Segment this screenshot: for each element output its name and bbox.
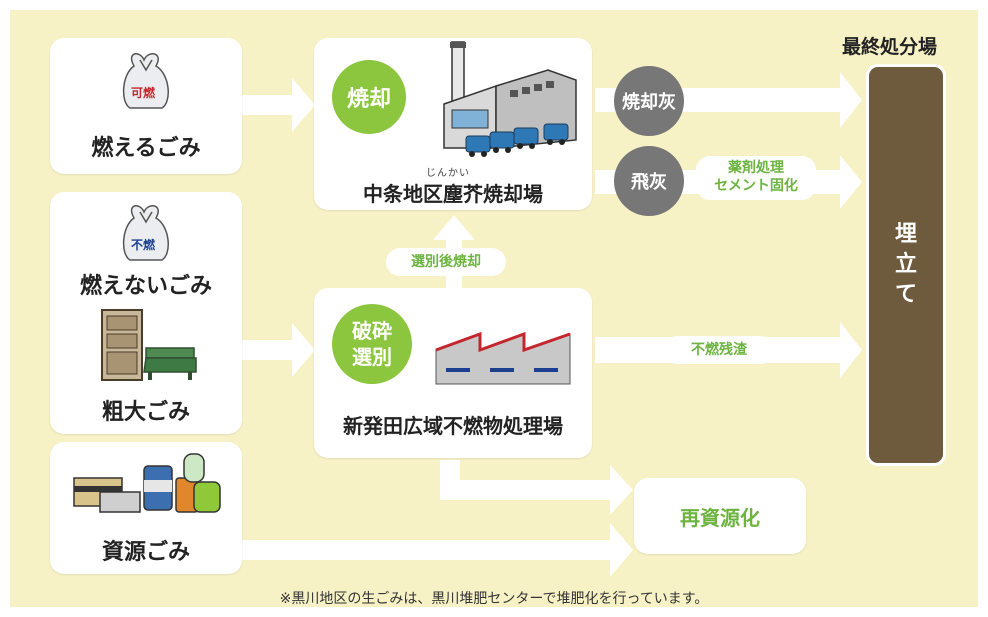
after-sort-burn-label: 選別後焼却	[386, 248, 506, 276]
furniture-icon	[101, 309, 197, 381]
crusher-name: 新発田広域不燃物処理場	[343, 414, 563, 438]
landfill-char-1: 埋	[894, 222, 917, 248]
source-recyclable-label: 資源ごみ	[101, 540, 190, 565]
arrow-bulky-to-crusher	[240, 323, 315, 377]
incinerator-facility-icon	[443, 41, 577, 157]
diagram-canvas: 可燃 燃えるごみ 不燃 燃えないごみ 粗大ごみ	[10, 10, 978, 607]
arrow-recyclable-to-recycle	[240, 523, 633, 577]
source-nonburnable-label: 燃えないごみ	[79, 274, 212, 299]
fly-ash-treatment-label: 薬剤処理 セメント固化	[696, 156, 816, 200]
ash-circle: 焼却灰	[614, 66, 684, 136]
burnable-bag-label: 可燃	[131, 86, 156, 100]
final-disposal-heading: 最終処分場	[842, 36, 938, 58]
footnote: ※黒川地区の生ごみは、黒川堆肥センターで堆肥化を行っています。	[279, 591, 709, 607]
incinerator-box: 焼却 じんかい 中条地区塵芥焼却場	[314, 38, 592, 210]
arrow-crusher-to-recycle	[440, 460, 633, 515]
crusher-box: 破砕 選別 新発田広域不燃物処理場	[314, 288, 592, 458]
fly-ash-circle: 飛灰	[614, 146, 684, 216]
incinerator-ruby: じんかい	[426, 168, 470, 179]
source-nonburnable-bulky-box: 不燃 燃えないごみ 粗大ごみ	[50, 192, 242, 434]
arrow-ash-to-landfill	[595, 72, 862, 128]
crush-label: 破砕	[352, 319, 392, 343]
sort-label: 選別	[352, 345, 392, 369]
incinerate-process-circle: 焼却	[332, 60, 406, 134]
fly-ash-treatment-line1: 薬剤処理	[728, 160, 784, 176]
source-recyclable-box: 資源ごみ	[50, 442, 242, 574]
nonburnable-bag-icon	[122, 205, 169, 261]
source-bulky-label: 粗大ごみ	[101, 400, 190, 425]
source-burnable-label: 燃えるごみ	[91, 136, 201, 161]
crush-sort-process-circle: 破砕 選別	[332, 304, 412, 384]
incinerator-name: 中条地区塵芥焼却場	[363, 182, 543, 206]
crusher-facility-icon	[435, 331, 571, 385]
residue-label: 不燃残渣	[664, 336, 774, 364]
nonburnable-bag-label: 不燃	[131, 238, 156, 252]
landfill-char-3: て	[894, 281, 917, 307]
fly-ash-treatment-line2: セメント固化	[714, 177, 798, 194]
burnable-bag-icon	[122, 53, 169, 109]
landfill-char-2: 立	[894, 252, 917, 278]
source-burnable-box: 可燃 燃えるごみ	[50, 38, 242, 174]
recycle-label: 再資源化	[680, 506, 760, 530]
landfill-bar: 埋 立 て	[866, 64, 946, 466]
recyclables-icon	[73, 453, 221, 513]
arrow-burnable-to-incinerator	[240, 78, 315, 132]
recycle-box: 再資源化	[634, 478, 806, 554]
